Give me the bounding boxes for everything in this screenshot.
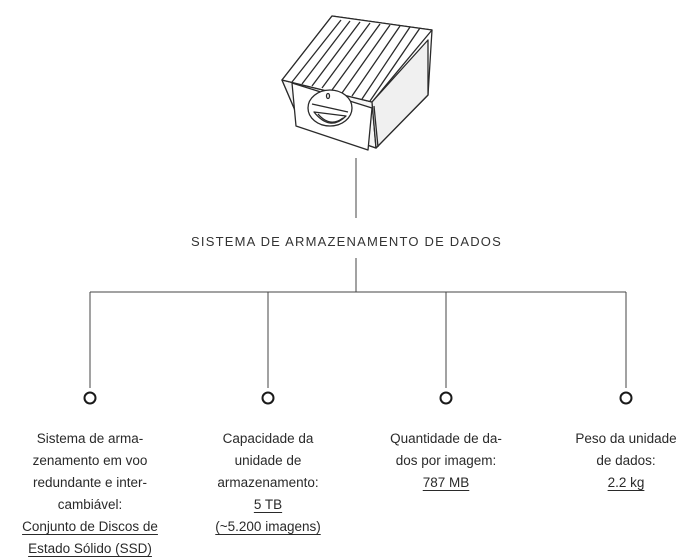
- diagram-title: SISTEMA DE ARMAZENAMENTO DE DADOS: [191, 234, 502, 249]
- spec-value-line: Estado Sólido (SSD): [28, 541, 152, 556]
- spec-label-line: armazenamento:: [217, 475, 319, 490]
- node-circle-4: [619, 391, 633, 405]
- spec-label-line: dos por imagem:: [395, 453, 497, 468]
- spec-item-data-per-image: Quantidade de da- dos por imagem: 787 MB: [376, 428, 516, 494]
- spec-value-line: 787 MB: [422, 475, 470, 490]
- spec-item-capacity: Capacidade da unidade de armazenamento: …: [198, 428, 338, 538]
- spec-item-storage-system: Sistema de arma- zenamento em voo redund…: [20, 428, 160, 560]
- spec-label-line: Quantidade de da-: [390, 431, 502, 446]
- spec-label-line: Sistema de arma-: [36, 431, 144, 446]
- spec-label-line: redundante e inter-: [32, 475, 148, 490]
- spec-label-line: unidade de: [234, 453, 302, 468]
- spec-item-unit-weight: Peso da unidade de dados: 2.2 kg: [556, 428, 693, 494]
- node-circle-1: [83, 391, 97, 405]
- spec-value-line: 2.2 kg: [607, 475, 645, 490]
- node-circle-2: [261, 391, 275, 405]
- ssd-storage-module-icon: [281, 15, 433, 151]
- spec-label-line: Peso da unidade: [575, 431, 677, 446]
- spec-label-line: Capacidade da: [222, 431, 314, 446]
- spec-value-line: 5 TB: [253, 497, 283, 512]
- spec-value-line: (~5.200 imagens): [215, 519, 321, 534]
- spec-label-line: cambiável:: [57, 497, 123, 512]
- spec-label-line: zenamento em voo: [32, 453, 148, 468]
- spec-value-line: Conjunto de Discos de: [22, 519, 158, 534]
- spec-label-line: de dados:: [596, 453, 656, 468]
- node-circle-3: [439, 391, 453, 405]
